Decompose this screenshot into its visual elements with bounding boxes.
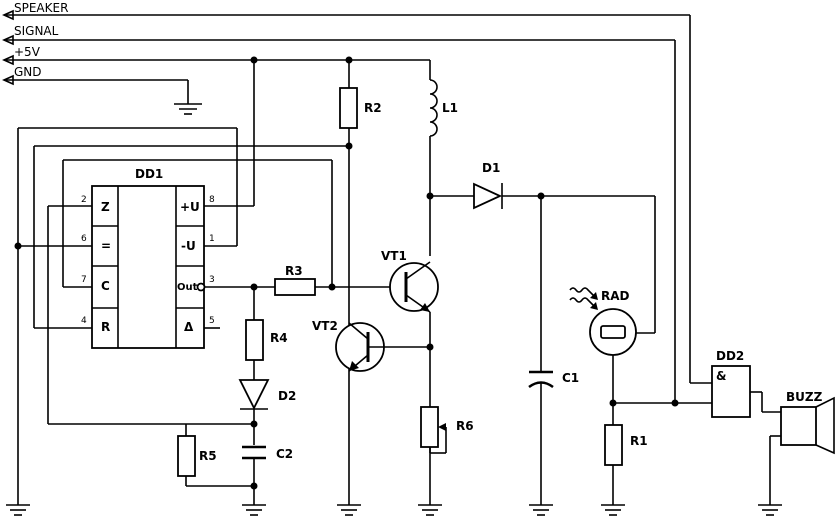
r4-label: R4 [270, 331, 288, 345]
ground-icon [242, 504, 266, 516]
dd1-pin-2-num: 2 [81, 195, 87, 205]
dd1-pin-1-num: 1 [209, 234, 215, 244]
r6-trimmer: R6 [420, 406, 474, 454]
ground-icon [337, 504, 361, 516]
rail-signal-label: SIGNAL [14, 24, 59, 38]
ground-symbols [6, 504, 782, 516]
dd1-pin-z-label: Z [101, 200, 110, 214]
r1-resistor: R1 [604, 402, 675, 505]
dd1-pin-3-num: 3 [209, 275, 215, 285]
rail-speaker-label: SPEAKER [14, 1, 68, 15]
ground-icon [601, 504, 625, 516]
dd1-pin-5-num: 5 [209, 316, 215, 326]
dd1-pin-eq-label: = [101, 239, 111, 253]
dd1-pin-c-label: C [101, 279, 110, 293]
d2-diode: D2 [238, 379, 296, 445]
ground-icon [529, 504, 553, 516]
d1-diode: D1 [430, 161, 656, 334]
ground-symbol-rail [174, 103, 202, 115]
vt2-label: VT2 [312, 319, 338, 333]
dd1-pin-7-num: 7 [81, 275, 87, 285]
ground-icon [758, 504, 782, 516]
vt1-label: VT1 [381, 249, 407, 263]
dd2-gate-symbol: & [716, 369, 726, 383]
dd1-pin-delta-label: Δ [184, 320, 194, 334]
r1-label: R1 [630, 434, 648, 448]
dd1-pin-6-num: 6 [81, 234, 87, 244]
c1-capacitor: C1 [528, 196, 579, 505]
l1-inductor: L1 [429, 60, 458, 256]
rail-gnd-label: GND [14, 65, 42, 79]
c1-label: C1 [562, 371, 579, 385]
dd1-out-inversion-circle [196, 282, 206, 292]
dd1-pin-vplus-label: +U [180, 200, 200, 214]
rail-gnd: GND [2, 65, 189, 104]
ground-icon [6, 504, 30, 516]
dd1-pin-vminus-label: -U [181, 239, 196, 253]
dd2-label: DD2 [716, 349, 744, 363]
r3-resistor: R3 [205, 264, 406, 296]
dd2-and-gate: & DD2 [675, 349, 781, 418]
r2-label: R2 [364, 101, 382, 115]
r5-label: R5 [199, 449, 217, 463]
c2-label: C2 [276, 447, 293, 461]
vt1-transistor: VT1 [381, 249, 439, 505]
vt2-transistor: VT2 [312, 319, 430, 372]
d1-label: D1 [482, 161, 500, 175]
dd1-label: DD1 [135, 167, 163, 181]
r5-resistor: R5 [177, 424, 254, 487]
r6-label: R6 [456, 419, 474, 433]
buzzer: BUZZ [769, 390, 835, 505]
rad-label: RAD [601, 289, 630, 303]
r4-resistor: R4 [245, 287, 288, 380]
junction-dots [14, 56, 679, 490]
dd1-pin-out-label: Out [177, 282, 198, 293]
dd1-pin-r-label: R [101, 320, 110, 334]
rad-sensor: RAD [589, 289, 637, 425]
rail-vcc: +5V [2, 45, 430, 66]
rail-signal: SIGNAL [2, 24, 676, 403]
buzz-label: BUZZ [786, 390, 823, 404]
dd1-wiring [17, 60, 349, 505]
ground-icon [418, 504, 442, 516]
rail-speaker: SPEAKER [2, 1, 712, 384]
c2-capacitor: C2 [242, 445, 293, 505]
d2-label: D2 [278, 389, 296, 403]
rail-vcc-label: +5V [14, 45, 41, 59]
radiation-arrows-icon [569, 287, 598, 310]
dd1-pin-4-num: 4 [81, 316, 87, 326]
r2-resistor: R2 [339, 60, 382, 505]
r3-label: R3 [285, 264, 303, 278]
l1-label: L1 [442, 101, 458, 115]
dd1-ic: DD1 Z = C R +U -U Out Δ 2 6 7 4 8 1 3 5 [81, 167, 215, 349]
dd1-pin-8-num: 8 [209, 195, 215, 205]
